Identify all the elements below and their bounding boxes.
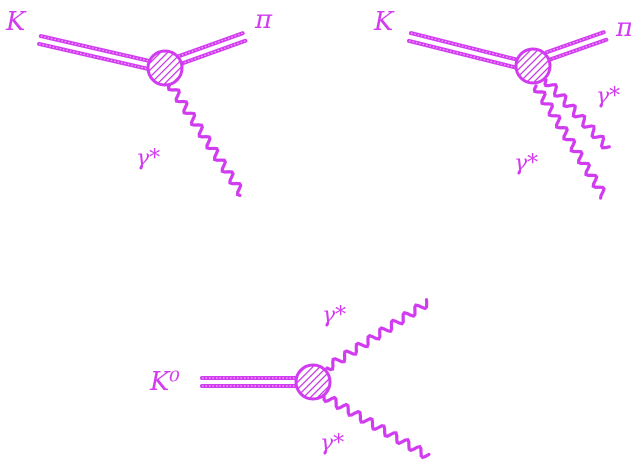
photon-line-3b <box>322 394 431 460</box>
pion-label-2: π <box>615 13 631 43</box>
photon-label-1: γ* <box>136 146 160 171</box>
pion-label-1: π <box>254 5 273 35</box>
kaon-label-2: K <box>373 7 395 37</box>
vertex-blob-1 <box>146 49 184 87</box>
vertex-blob-3 <box>294 363 332 401</box>
photon-label-2a: γ* <box>596 84 620 109</box>
pion-line-2 <box>544 30 609 62</box>
kaon-label-1: K <box>5 7 27 37</box>
kaon-line-3 <box>200 376 298 388</box>
kaon-line-1 <box>37 34 165 74</box>
pion-line-1 <box>176 31 248 66</box>
diagram-k-pi-gamma-gamma: K π γ* γ* <box>373 7 631 200</box>
kaon-line-2 <box>407 31 521 70</box>
photon-line-1 <box>166 82 243 197</box>
photon-line-2a <box>543 78 611 150</box>
photon-label-2b: γ* <box>514 151 538 176</box>
photon-label-3b: γ* <box>320 431 344 456</box>
photon-line-2b <box>532 84 606 200</box>
kaon-label-3: K⁰ <box>149 367 180 397</box>
diagram-k-pi-gamma: K π γ* <box>5 5 273 197</box>
photon-line-3a <box>325 298 429 372</box>
vertex-blob-2 <box>514 47 552 85</box>
photon-label-3a: γ* <box>322 303 346 328</box>
diagram-k0-gamma-gamma: K⁰ γ* γ* <box>149 298 431 460</box>
